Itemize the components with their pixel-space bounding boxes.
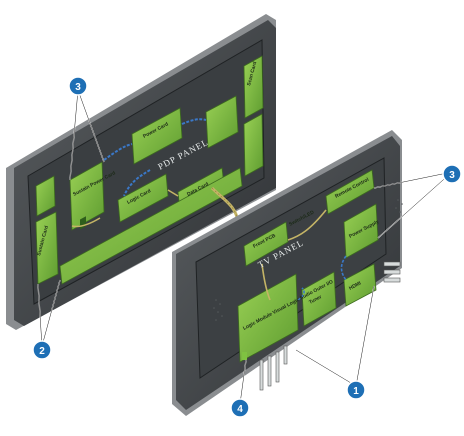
board-scan-lower bbox=[243, 113, 264, 177]
tv-panel: Front PCB Switch/LED Remote Control Powe… bbox=[172, 130, 403, 416]
pdp-ribbon-2 bbox=[167, 189, 179, 197]
power-led bbox=[242, 352, 247, 360]
callout-lines-dark bbox=[37, 89, 453, 405]
speaker-grille-right bbox=[395, 199, 403, 213]
pdp-panel: Sustain Power Card Power Card Logic Card… bbox=[6, 14, 276, 330]
pdp-inner bbox=[27, 39, 265, 305]
tv-cable-3 bbox=[340, 255, 347, 281]
board-front-pcb bbox=[243, 221, 289, 267]
hdmi-jacks bbox=[383, 261, 401, 283]
board-pdp-right bbox=[205, 95, 239, 149]
pdp-blue-cable-1 bbox=[103, 143, 133, 161]
pdp-blue-cable-3 bbox=[123, 169, 151, 197]
callout-3-left-text: 3 bbox=[75, 82, 81, 93]
tv-cable-2 bbox=[297, 287, 305, 301]
speaker-grille-left bbox=[213, 299, 223, 321]
rca-jacks bbox=[259, 345, 288, 391]
callout-4-text: 4 bbox=[237, 404, 243, 415]
board-power-supply bbox=[343, 203, 379, 259]
callout-badge-4: 4 bbox=[230, 398, 250, 418]
board-left-top bbox=[35, 175, 56, 217]
pdp-ribbon-1 bbox=[71, 217, 101, 228]
label-tuner: Tuner bbox=[308, 294, 323, 306]
callout-badge-2: 2 bbox=[32, 340, 52, 360]
callout-badge-1: 1 bbox=[346, 380, 366, 400]
callout-badge-3-left: 3 bbox=[68, 76, 88, 96]
callout-1-text: 1 bbox=[353, 386, 359, 397]
callout-2-text: 2 bbox=[39, 346, 45, 357]
tv-cable-1 bbox=[287, 209, 327, 241]
board-bottom-strip bbox=[59, 167, 243, 285]
board-sustain-power bbox=[69, 161, 105, 231]
board-power bbox=[131, 107, 183, 165]
board-logic bbox=[117, 173, 169, 223]
pdp-blue-cable-2 bbox=[181, 118, 207, 125]
board-sustain-card bbox=[35, 211, 59, 285]
callout-3-right-text: 3 bbox=[449, 170, 455, 181]
label-hdmi: HDMI bbox=[348, 280, 363, 292]
callout-badge-3-right: 3 bbox=[442, 164, 462, 184]
tv-cable-4 bbox=[261, 263, 271, 301]
board-scan-card bbox=[243, 55, 264, 119]
board-hdmi bbox=[343, 263, 377, 307]
board-logic-module bbox=[237, 273, 299, 363]
board-tuner bbox=[301, 271, 337, 327]
